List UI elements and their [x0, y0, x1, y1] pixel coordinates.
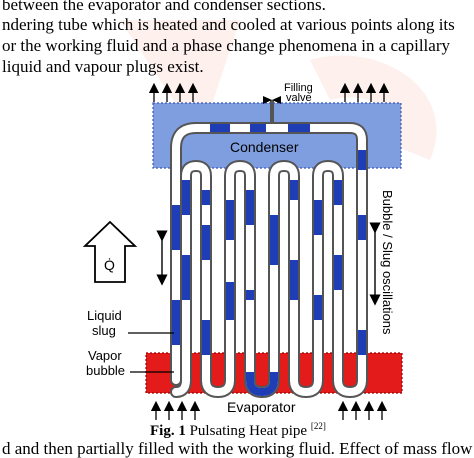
body-text-line-3: or the working fluid and a phase change …	[2, 36, 450, 55]
liquid-slugs	[172, 124, 366, 355]
body-text-line-1: between the evaporator and condenser sec…	[2, 0, 326, 14]
filling-valve-icon	[263, 96, 281, 104]
body-text-line-bottom: d and then partially filled with the wor…	[2, 439, 473, 458]
vapor-bubble-label-2: bubble	[86, 363, 125, 378]
filling-valve-label-2: valve	[286, 92, 312, 104]
liquid-slug-bottom-bend	[246, 372, 278, 397]
liquid-slug-label-1: Liquid	[87, 308, 122, 323]
oscillations-label: Bubble / Slug oscillations	[380, 190, 395, 335]
heat-out-arrows	[148, 82, 390, 102]
vapor-bubble-label-1: Vapor	[88, 348, 122, 363]
figure-caption: Fig. 1 Pulsating Heat pipe [22]	[150, 421, 326, 440]
liquid-slug-label-2: slug	[92, 323, 116, 338]
heat-flow-arrow-icon	[82, 220, 138, 283]
figure-caption-ref: [22]	[310, 421, 326, 431]
condenser-label: Condenser	[230, 139, 299, 155]
heat-flow-label: Q̇	[104, 257, 115, 273]
evaporator-label: Evaporator	[227, 399, 296, 415]
figure-caption-text: Pulsating Heat pipe	[189, 423, 308, 439]
filling-valve-label-1: Filling	[284, 82, 313, 94]
body-text-line-4: liquid and vapour plugs exist.	[2, 57, 204, 76]
heat-in-arrows	[150, 400, 388, 420]
serpentine-tube	[170, 122, 368, 398]
body-text-line-2: ndering tube which is heated and cooled …	[2, 15, 455, 34]
figure-caption-label: Fig. 1	[150, 423, 186, 439]
